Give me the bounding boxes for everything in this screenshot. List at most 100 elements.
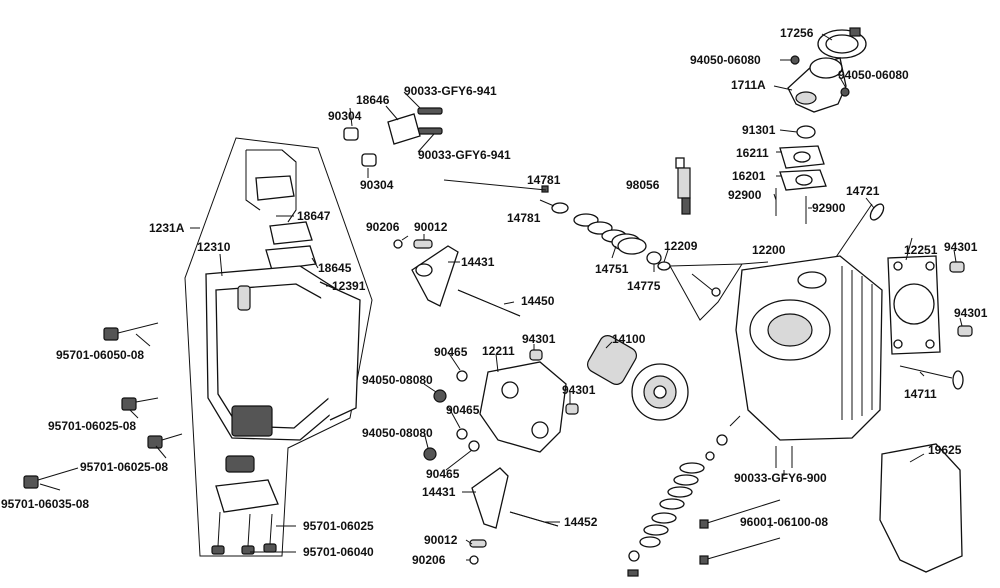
- nut-94050-06080-a: [790, 55, 800, 65]
- label-90206-a: 90206: [366, 220, 400, 234]
- retainer-14781: [551, 202, 569, 214]
- nut-94050-08080-a: [433, 389, 447, 403]
- dowel-94301-d: [957, 325, 973, 337]
- gasket-18646: [387, 113, 421, 145]
- rocker-arm-14431-b: [471, 467, 509, 529]
- dowel-94301-a: [529, 349, 543, 361]
- label-90465-b: 90465: [446, 403, 480, 417]
- label-14100: 14100: [612, 332, 646, 346]
- label-17256: 17256: [780, 26, 814, 40]
- head-cover-gasket-12391: [319, 281, 361, 421]
- label-94301-b: 94301: [562, 383, 596, 397]
- label-94050-06080-b: 94050-06080: [838, 68, 909, 82]
- leader-lines: [39, 33, 963, 561]
- insulator-16211: [779, 145, 825, 169]
- label-18647: 18647: [297, 209, 331, 223]
- label-14721: 14721: [846, 184, 880, 198]
- gasket-19625: [879, 443, 963, 573]
- head-cover-group-outline: [184, 137, 373, 557]
- cap-nut-90304-b: [361, 153, 377, 167]
- cylinder-head-12200: [735, 255, 883, 441]
- lower-valve-guide: [705, 415, 741, 461]
- spark-plug-98056: [675, 157, 691, 215]
- breather-cap: [225, 455, 255, 473]
- breather-gasket-18645-a: [269, 221, 313, 245]
- washer-90206-b: [469, 555, 479, 565]
- lower-cotter: [627, 569, 639, 577]
- label-90033-gfy6-941-a: 90033-GFY6-941: [404, 84, 497, 98]
- dowel-94301-c: [949, 261, 965, 273]
- cylinder-head-group-outline: [669, 263, 743, 321]
- lower-valve-spring: [639, 462, 705, 548]
- valve-spring-14751: [573, 213, 647, 255]
- intake-clamp-17256: [817, 27, 867, 59]
- washer-90465-a: [456, 370, 468, 382]
- label-96001-06100-08: 96001-06100-08: [740, 515, 828, 529]
- washer-90206-a: [393, 239, 403, 249]
- spring-90012-b: [469, 539, 487, 548]
- label-95701-06025-08-b: 95701-06025-08: [80, 460, 168, 474]
- exhaust-valve-14721: [829, 203, 885, 267]
- lower-retainer: [628, 550, 640, 562]
- label-94301-c: 94301: [944, 240, 978, 254]
- label-94301-d: 94301: [954, 306, 988, 320]
- camshaft-14100: [587, 335, 689, 421]
- label-92900-b: 92900: [812, 201, 846, 215]
- label-16201: 16201: [732, 169, 766, 183]
- rocker-shaft-14450: [457, 289, 521, 317]
- label-94301-a: 94301: [522, 332, 556, 346]
- label-12209: 12209: [664, 239, 698, 253]
- bolt-95701-06025-08-a: [121, 397, 159, 411]
- label-95701-06050-08: 95701-06050-08: [56, 348, 144, 362]
- o-ring-91301: [796, 125, 816, 139]
- label-1711A: 1711A: [731, 78, 766, 92]
- label-18645: 18645: [318, 261, 352, 275]
- label-94050-06080-a: 94050-06080: [690, 53, 761, 67]
- cap-nut-90304-a: [343, 127, 359, 141]
- label-14450: 14450: [521, 294, 555, 308]
- label-90012-b: 90012: [424, 533, 458, 547]
- label-91301: 91301: [742, 123, 776, 137]
- label-95701-06025-08-a: 95701-06025-08: [48, 419, 136, 433]
- breather-pipe-18647: [245, 149, 297, 223]
- valve-guide: [691, 273, 721, 297]
- bolt-95701-06035-08: [23, 467, 79, 489]
- label-90012-a: 90012: [414, 220, 448, 234]
- label-90304-a: 90304: [328, 109, 362, 123]
- head-cover-12310: [205, 265, 351, 441]
- label-12251: 12251: [904, 243, 938, 257]
- label-12211: 12211: [482, 344, 515, 358]
- camshaft-holder-12211: [479, 361, 567, 453]
- label-92900-a: 92900: [728, 188, 762, 202]
- label-90033-gfy6-900: 90033-GFY6-900: [734, 471, 827, 485]
- bolt-90033-gfy6-941-a: [417, 107, 443, 115]
- washer-90465-c: [468, 440, 480, 452]
- cotter-14781-a: [541, 185, 549, 193]
- label-95701-06035-08: 95701-06035-08: [1, 497, 89, 511]
- seal-12209: [657, 261, 671, 271]
- label-14452: 14452: [564, 515, 598, 529]
- label-94050-08080-b: 94050-08080: [362, 426, 433, 440]
- label-95701-06040: 95701-06040: [303, 545, 374, 559]
- rocker-arm-14431-a: [411, 245, 459, 307]
- seat-14775: [646, 251, 662, 265]
- label-14431-a: 14431: [461, 255, 495, 269]
- label-14751: 14751: [595, 262, 629, 276]
- bolt-95701-06025-08-b: [147, 433, 183, 449]
- head-gasket-12251: [887, 255, 941, 355]
- bolt-90033-gfy6-941-b: [417, 127, 443, 135]
- label-16211: 16211: [736, 146, 769, 160]
- label-90033-gfy6-941-b: 90033-GFY6-941: [418, 148, 511, 162]
- bolt-95701-06040: [211, 511, 255, 555]
- bolt-95701-06025: [263, 513, 277, 553]
- label-90206-b: 90206: [412, 553, 446, 567]
- label-94050-08080-a: 94050-08080: [362, 373, 433, 387]
- label-14775: 14775: [627, 279, 661, 293]
- label-90465-a: 90465: [434, 345, 468, 359]
- label-14781-a: 14781: [527, 173, 561, 187]
- breather-plate: [215, 479, 279, 513]
- stud-bolt-96001-06100-08: [699, 499, 781, 565]
- label-1231A: 1231A: [149, 221, 185, 235]
